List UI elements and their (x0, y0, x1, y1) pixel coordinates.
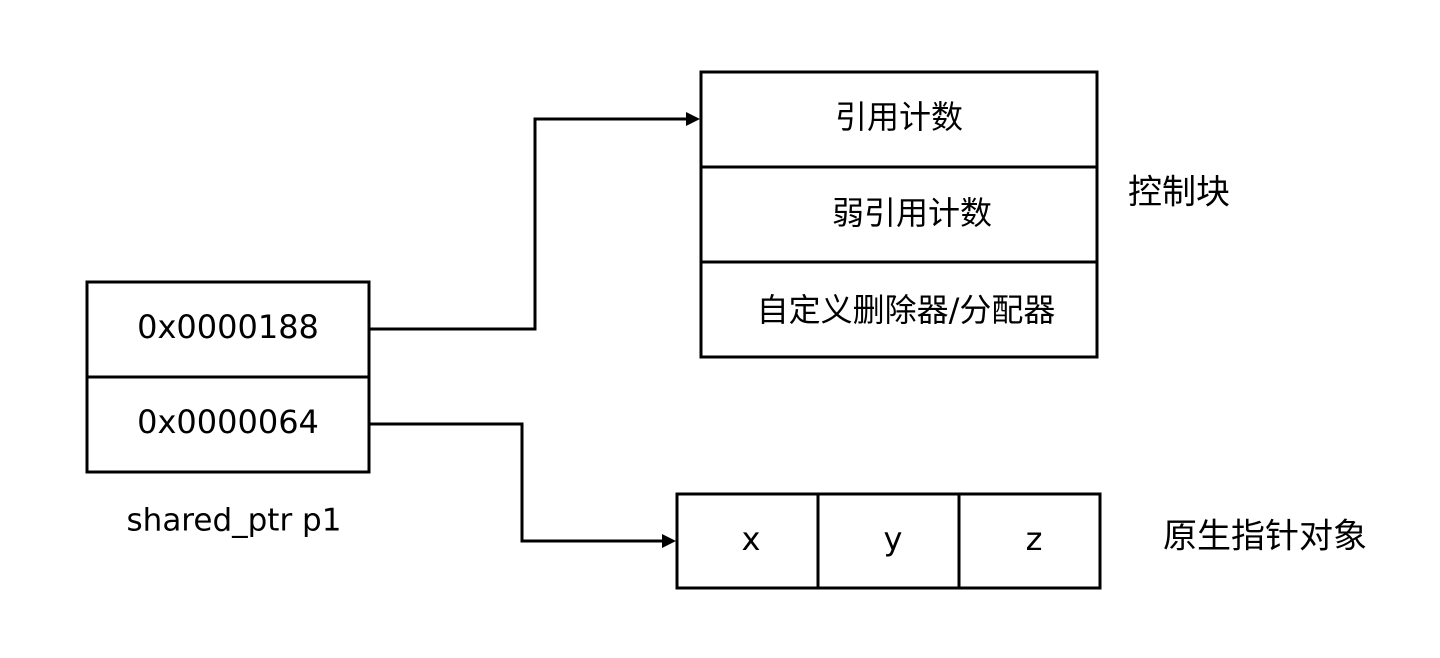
weak-ref-count-row: 弱引用计数 (832, 194, 992, 232)
field-y-cell: y (884, 520, 903, 558)
control-block-box: 引用计数 弱引用计数 自定义删除器/分配器 (699, 70, 1099, 359)
control-block-arrowhead (686, 112, 700, 126)
field-x-cell: x (742, 520, 761, 558)
raw-object-box: x y z (675, 492, 1102, 590)
field-z-cell: z (1026, 520, 1043, 558)
deleter-allocator-row: 自定义删除器/分配器 (757, 291, 1056, 329)
raw-object-connector (370, 422, 662, 543)
object-address-cell: 0x0000064 (137, 403, 319, 441)
control-block-connector (370, 117, 686, 331)
ref-count-row: 引用计数 (835, 98, 963, 136)
raw-object-frame (675, 492, 1102, 590)
shared-ptr-caption: shared_ptr p1 (127, 503, 342, 539)
shared-ptr-box: 0x0000188 0x0000064 (85, 280, 371, 474)
raw-object-label: 原生指针对象 (1163, 517, 1367, 557)
control-block-label: 控制块 (1128, 173, 1230, 213)
control-block-address-cell: 0x0000188 (137, 308, 319, 346)
raw-object-arrowhead (662, 534, 676, 548)
control-block-frame (699, 70, 1099, 359)
